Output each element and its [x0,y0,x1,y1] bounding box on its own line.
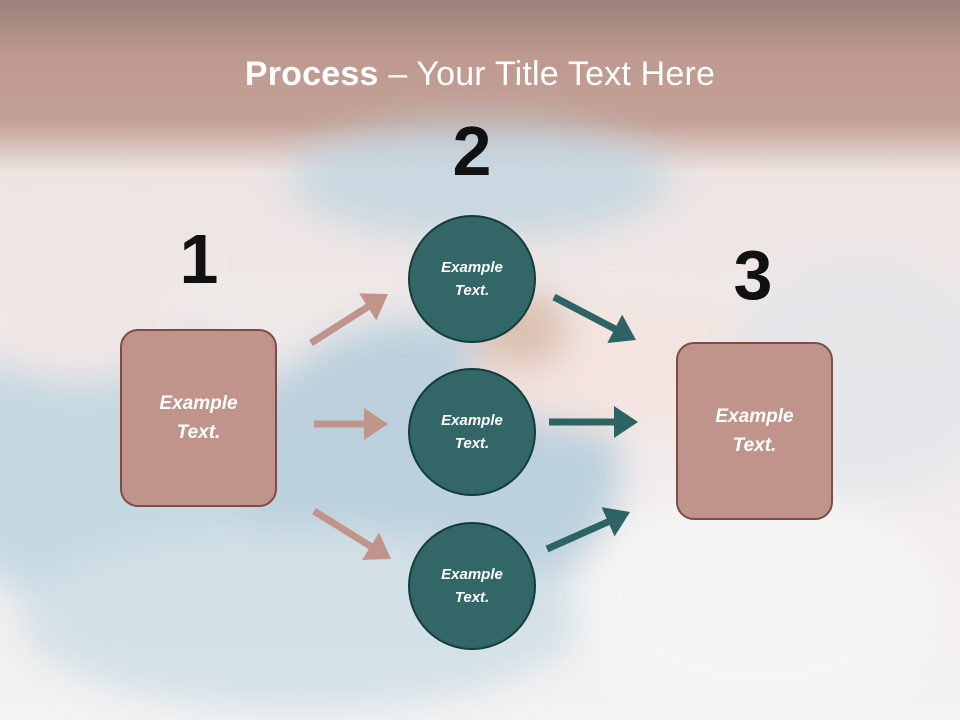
step-number-1: 1 [179,220,219,298]
circle-top-text-line2: Text. [454,282,490,299]
slide-title: Process – Your Title Text Here [0,52,960,96]
circle-top-text-line1: Example [441,259,503,276]
arrow-to-circle-bottom [312,508,391,560]
step-1-text-line2: Text. [176,422,221,443]
middle-circle-bottom: Example Text. [408,522,536,650]
step-3-box: Example Text. [676,342,833,520]
step-3-text-line2: Text. [732,435,777,456]
step-1-box: Example Text. [120,329,277,507]
step-1-text-line1: Example [159,393,238,414]
arrow-from-circle-center [549,406,638,438]
title-rest: – Your Title Text Here [378,55,716,93]
title-bold: Process [244,55,379,93]
middle-circle-center: Example Text. [408,368,536,496]
circle-bottom-text-line1: Example [441,566,503,583]
circle-center-text-line1: Example [441,412,503,429]
circle-center-text-line2: Text. [454,435,490,452]
step-number-3: 3 [733,236,773,314]
circle-bottom-text-line2: Text. [454,589,490,606]
arrow-from-circle-bottom [545,507,630,553]
arrow-from-circle-top [552,293,637,344]
arrow-to-circle-top [309,293,389,346]
middle-circle-top: Example Text. [408,215,536,343]
step-number-2: 2 [452,112,492,190]
step-3-text-line1: Example [715,406,794,427]
arrow-to-circle-center [314,408,388,440]
